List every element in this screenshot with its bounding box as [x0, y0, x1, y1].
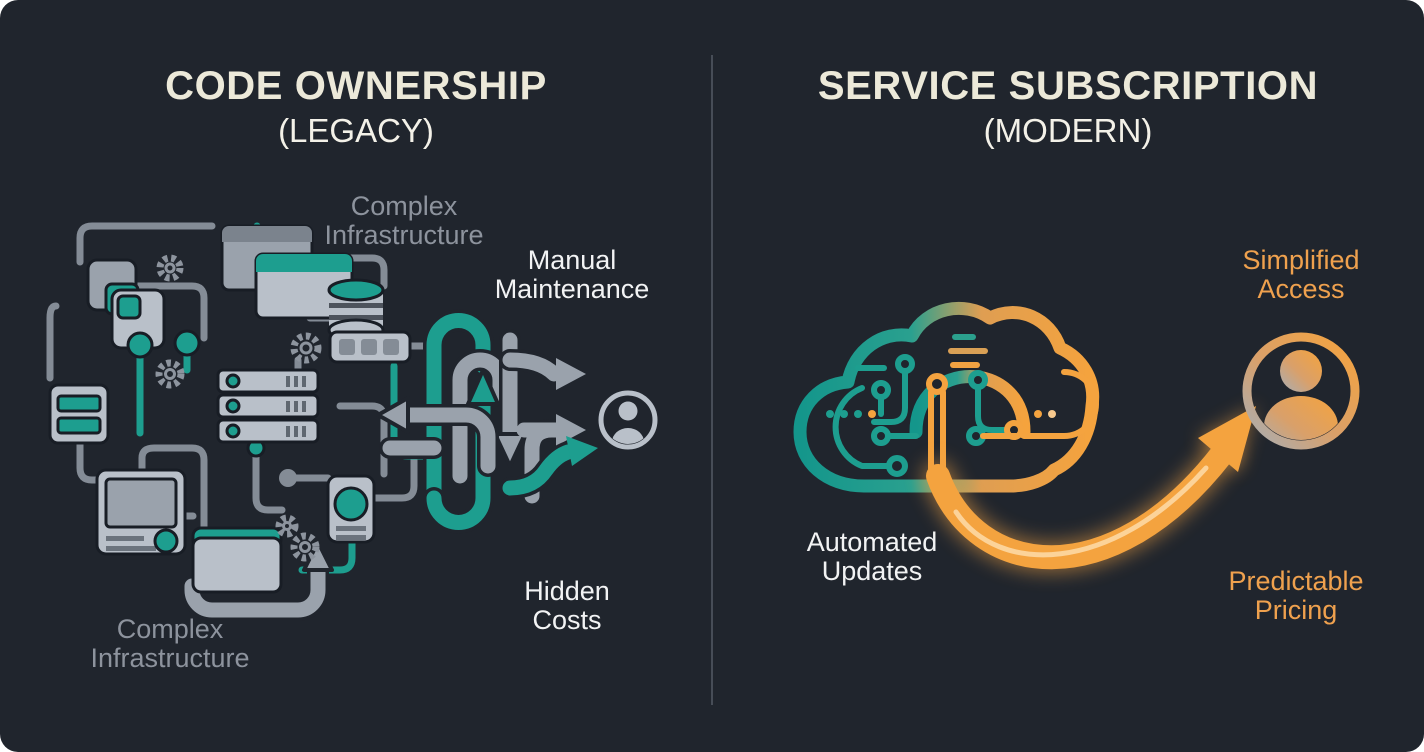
- label-predictable-pricing: Predictable Pricing: [1228, 566, 1364, 625]
- modern-subtitle: (MODERN): [983, 112, 1153, 149]
- down-arrow-icon: [493, 432, 527, 468]
- modern-title: SERVICE SUBSCRIPTION: [817, 64, 1319, 108]
- square-nodes-icon: [86, 258, 166, 350]
- panel-divider: [711, 55, 713, 705]
- tray-icon: [328, 330, 412, 364]
- cloud-circuit-icon: [793, 301, 1100, 493]
- label-manual-maintenance: Manual Maintenance: [494, 245, 650, 304]
- node-dot-icon: [279, 469, 297, 487]
- folder-icon: [191, 526, 283, 594]
- legacy-subtitle: (LEGACY): [278, 112, 434, 149]
- label-automated-updates: Automated Updates: [806, 527, 938, 586]
- phone-icon: [326, 474, 376, 544]
- node-dot-icon: [173, 329, 201, 357]
- server-rack-icon: [216, 368, 320, 444]
- right-arrow-icon: [556, 414, 586, 446]
- legacy-tangle-illustration: [46, 222, 658, 621]
- modern-cloud-illustration: [793, 301, 1360, 574]
- node-dot-icon: [126, 331, 154, 359]
- label-simplified-access: Simplified Access: [1242, 245, 1360, 304]
- right-arrow-icon: [566, 436, 598, 466]
- circuit-traces: [826, 334, 1099, 479]
- browser-window-icon: [254, 252, 354, 320]
- label-hidden-costs: Hidden Costs: [524, 576, 610, 635]
- right-arrow-icon: [556, 358, 586, 390]
- tangled-arrows-icon: [181, 309, 598, 621]
- list-box-icon: [48, 383, 110, 445]
- gear-icon: [275, 514, 299, 538]
- gear-icon: [156, 254, 184, 282]
- modern-panel: SERVICE SUBSCRIPTION (MODERN) Simplified…: [712, 0, 1424, 752]
- device-icons: [48, 224, 412, 594]
- gear-icon: [290, 532, 320, 562]
- user-avatar-icon: [598, 390, 658, 450]
- up-arrow-icon: [466, 368, 500, 406]
- gear-icon: [155, 359, 185, 389]
- left-arrow-icon: [376, 396, 410, 434]
- curved-arrow-icon: [922, 406, 1256, 574]
- monitor-icon: [95, 468, 187, 556]
- legacy-title: CODE OWNERSHIP: [165, 64, 547, 108]
- user-avatar-icon: [1242, 332, 1360, 450]
- legacy-panel: CODE OWNERSHIP (LEGACY) Complex Infrastr…: [46, 64, 658, 673]
- label-complex-infrastructure-top: Complex Infrastructure: [324, 191, 484, 250]
- gear-icon: [290, 332, 322, 364]
